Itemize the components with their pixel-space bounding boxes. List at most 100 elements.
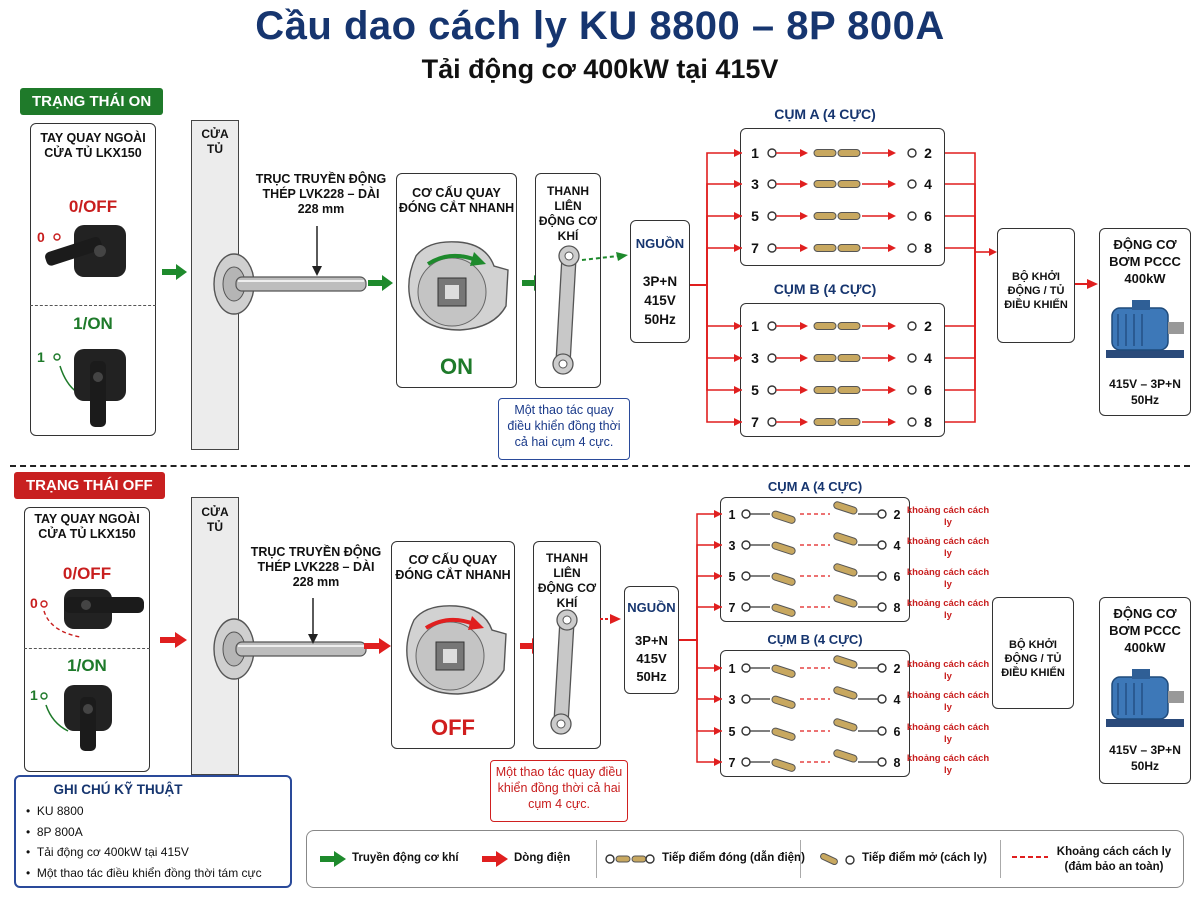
open-contact-icon bbox=[833, 749, 858, 763]
rotary-handle-icon bbox=[64, 685, 112, 751]
pole-in-label: 1 bbox=[729, 662, 736, 676]
pole-in-label: 3 bbox=[751, 350, 759, 366]
open-contact-icon bbox=[833, 718, 858, 732]
off-group-b-label: CỤM B (4 CỰC) bbox=[767, 632, 863, 647]
open-contact-icon bbox=[771, 603, 796, 617]
open-contact-icon bbox=[771, 758, 796, 772]
closed-contact-icon bbox=[837, 180, 861, 188]
open-contact-icon bbox=[833, 655, 858, 669]
on-motor-title: ĐỘNG CƠ BƠM PCCC 400kW bbox=[1109, 237, 1181, 286]
section-divider bbox=[10, 465, 1190, 467]
off-linkage-label: THANH LIÊN ĐỘNG CƠ KHÍ bbox=[537, 551, 597, 610]
terminal-icon bbox=[907, 211, 917, 221]
rotary-handle-icon bbox=[45, 225, 126, 277]
open-contact-icon bbox=[771, 664, 796, 678]
terminal-icon bbox=[877, 540, 887, 550]
legend-open: Tiếp điểm mở (cách ly) bbox=[862, 852, 987, 864]
page-subtitle: Tải động cơ 400kW tại 415V bbox=[421, 54, 779, 84]
legend-closed-contact-icon bbox=[605, 854, 655, 864]
off-on-label: 1/ON bbox=[67, 656, 107, 675]
on-shaft-pointer bbox=[312, 226, 322, 276]
legend-open-contact-icon bbox=[820, 852, 855, 866]
terminal-icon bbox=[741, 540, 751, 550]
on-mech-arrow-icon bbox=[368, 275, 393, 291]
off-starter-label: BỘ KHỞI ĐỘNG / TỦ ĐIỀU KHIỂN bbox=[1001, 639, 1065, 679]
legend-divider bbox=[1000, 840, 1001, 878]
tech-note-item: • Tải động cơ 400kW tại 415V bbox=[26, 845, 189, 859]
current-arrow-icon bbox=[734, 418, 742, 426]
current-arrow-icon bbox=[734, 149, 742, 157]
off-source-title: NGUỒN bbox=[627, 600, 676, 615]
pole-out-label: 4 bbox=[894, 539, 901, 553]
closed-contact-icon bbox=[813, 386, 837, 394]
off-source-spec: 3P+N 415V 50Hz bbox=[635, 633, 668, 684]
isolation-gap-label: khoảng cách cách bbox=[907, 598, 990, 609]
current-arrow-icon bbox=[888, 322, 896, 330]
tech-note-item: • 8P 800A bbox=[26, 824, 83, 839]
closed-contact-icon bbox=[837, 149, 861, 157]
off-mech-arrow-icon bbox=[160, 632, 187, 648]
on-pos0-label: 0 bbox=[37, 229, 45, 245]
on-mech-arrow-icon bbox=[162, 264, 187, 280]
closed-contact-icon bbox=[813, 180, 837, 188]
open-contact-icon bbox=[833, 563, 858, 577]
pole-out-label: 2 bbox=[894, 508, 901, 522]
terminal-icon bbox=[877, 663, 887, 673]
isolation-gap-label: khoảng cách cách bbox=[907, 536, 990, 547]
closed-contact-icon bbox=[837, 322, 861, 330]
isolation-gap-label: khoảng cách cách bbox=[907, 567, 990, 578]
off-door-label: CỬA TỦ bbox=[201, 505, 229, 534]
pole-out-label: 6 bbox=[924, 382, 932, 398]
terminal-icon bbox=[907, 148, 917, 158]
closed-contact-icon bbox=[837, 386, 861, 394]
legend-current-arrow-icon bbox=[482, 851, 508, 867]
current-arrow-icon bbox=[800, 418, 808, 426]
off-motor-icon bbox=[1106, 669, 1184, 727]
pole-in-label: 5 bbox=[751, 208, 759, 224]
terminal-icon bbox=[741, 663, 751, 673]
wire bbox=[690, 284, 742, 423]
on-starter-label: BỘ KHỞI ĐỘNG / TỦ ĐIỀU KHIỂN bbox=[1004, 271, 1068, 311]
pole-out-label: 8 bbox=[924, 240, 932, 256]
pole-in-label: 5 bbox=[729, 570, 736, 584]
current-arrow-icon bbox=[800, 386, 808, 394]
open-contact-icon bbox=[833, 686, 858, 700]
current-arrow-icon bbox=[734, 212, 742, 220]
wire bbox=[679, 544, 722, 641]
page-title: Cầu dao cách ly KU 8800 – 8P 800A bbox=[255, 4, 945, 48]
on-source-box bbox=[630, 220, 690, 343]
legend-current: Dòng điện bbox=[514, 852, 571, 864]
open-contact-icon bbox=[833, 594, 858, 608]
terminal-icon bbox=[741, 757, 751, 767]
on-source-title: NGUỒN bbox=[635, 236, 685, 251]
off-motor-title: ĐỘNG CƠ BƠM PCCC 400kW bbox=[1109, 606, 1181, 655]
on-handle-divider bbox=[30, 305, 156, 306]
isolation-gap-label: khoảng cách cách bbox=[907, 505, 990, 516]
terminal-icon bbox=[907, 385, 917, 395]
pole-out-label: 6 bbox=[924, 208, 932, 224]
off-group-a-label: CỤM A (4 CỰC) bbox=[767, 479, 863, 494]
open-contact-icon bbox=[833, 501, 858, 515]
off-drive-shaft bbox=[213, 618, 367, 680]
on-handle-knobs bbox=[45, 225, 126, 427]
wire bbox=[679, 639, 722, 732]
current-arrow-icon bbox=[734, 386, 742, 394]
tech-notes-box bbox=[14, 775, 292, 888]
current-arrow-icon bbox=[734, 322, 742, 330]
closed-contact-icon bbox=[837, 244, 861, 252]
pole-in-label: 3 bbox=[729, 693, 736, 707]
on-mechanism-gear-icon bbox=[408, 241, 509, 331]
rotary-handle-icon bbox=[74, 349, 126, 427]
terminal-icon bbox=[877, 726, 887, 736]
closed-contact-icon bbox=[813, 418, 837, 426]
closed-contact-icon bbox=[837, 212, 861, 220]
on-source-spec: 3P+N 415V 50Hz bbox=[642, 274, 678, 327]
on-handle-title: TAY QUAY NGOÀI CỬA TỦ LKX150 bbox=[40, 131, 146, 160]
off-note: Một thao tác quay điều khiển đồng thời c… bbox=[490, 760, 628, 822]
off-motor-spec: 415V – 3P+N 50Hz bbox=[1109, 743, 1181, 773]
off-mech-arrow-icon bbox=[364, 638, 391, 654]
on-door-label: CỬA TỦ bbox=[201, 127, 229, 156]
tech-note-item: • Một thao tác điều khiển đồng thời tám … bbox=[26, 865, 262, 880]
terminal-icon bbox=[907, 179, 917, 189]
